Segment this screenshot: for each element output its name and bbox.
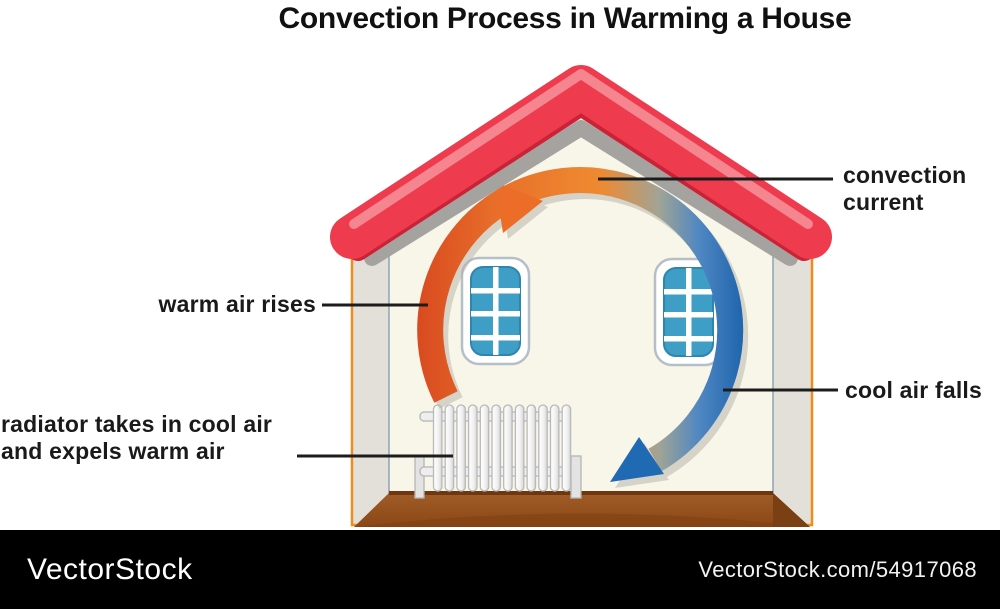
label-warm-air-rises: warm air rises	[158, 291, 316, 317]
label-cool-air-falls: cool air falls	[845, 377, 983, 403]
diagram-title: Convection Process in Warming a House	[278, 2, 852, 35]
convection-current-arrow	[417, 166, 749, 488]
cool-air-arrowhead	[610, 437, 664, 482]
radiator	[414, 404, 582, 499]
label-radiator-note: radiator takes in cool air and expels wa…	[1, 411, 273, 464]
window-left	[460, 256, 531, 366]
house-illustration	[297, 65, 838, 527]
house-floor	[354, 491, 810, 527]
watermark-bar: VectorStock VectorStock.com/54917068	[0, 530, 1000, 609]
house-roof	[330, 65, 832, 266]
watermark-brand: VectorStock	[27, 552, 193, 586]
watermark-url: VectorStock.com/54917068	[698, 556, 977, 582]
warm-air-arrowhead	[495, 182, 543, 233]
label-convection-current: convection current	[843, 162, 967, 215]
